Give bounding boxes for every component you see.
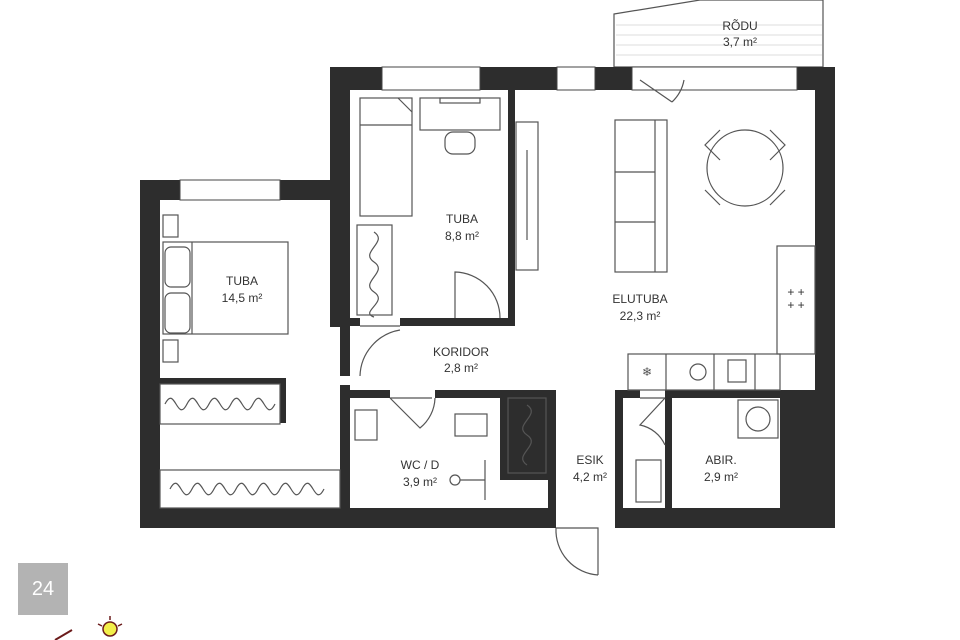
furniture: + + + + ❄ <box>159 97 816 509</box>
room-area: 22,3 m² <box>620 309 661 323</box>
room-area: 4,2 m² <box>573 470 607 484</box>
compass-arrow-icon <box>54 629 73 640</box>
balcony <box>613 0 824 68</box>
room-labels: RÕDU 3,7 m² TUBA 8,8 m² TUBA 14,5 m² ELU… <box>222 18 758 489</box>
room-area: 3,7 m² <box>723 35 757 49</box>
room-name: ELUTUBA <box>612 292 667 306</box>
svg-text:+ +: + + <box>787 298 804 312</box>
room-name: WC / D <box>401 458 440 472</box>
room-name: TUBA <box>446 212 478 226</box>
svg-text:+ +: + + <box>787 285 804 299</box>
room-name: ABIR. <box>705 453 736 467</box>
room-area: 3,9 m² <box>403 475 437 489</box>
sun-icon <box>97 616 123 637</box>
room-area: 14,5 m² <box>222 291 263 305</box>
room-area: 2,8 m² <box>444 361 478 375</box>
doors <box>359 79 685 576</box>
room-area: 8,8 m² <box>445 229 479 243</box>
room-name: KORIDOR <box>433 345 489 359</box>
floor-number-badge: 24 <box>18 563 68 615</box>
room-name: ESIK <box>576 453 603 467</box>
room-name: TUBA <box>226 274 258 288</box>
room-area: 2,9 m² <box>704 470 738 484</box>
svg-text:❄: ❄ <box>642 365 652 379</box>
windows <box>179 66 798 201</box>
room-name: RÕDU <box>722 18 757 33</box>
